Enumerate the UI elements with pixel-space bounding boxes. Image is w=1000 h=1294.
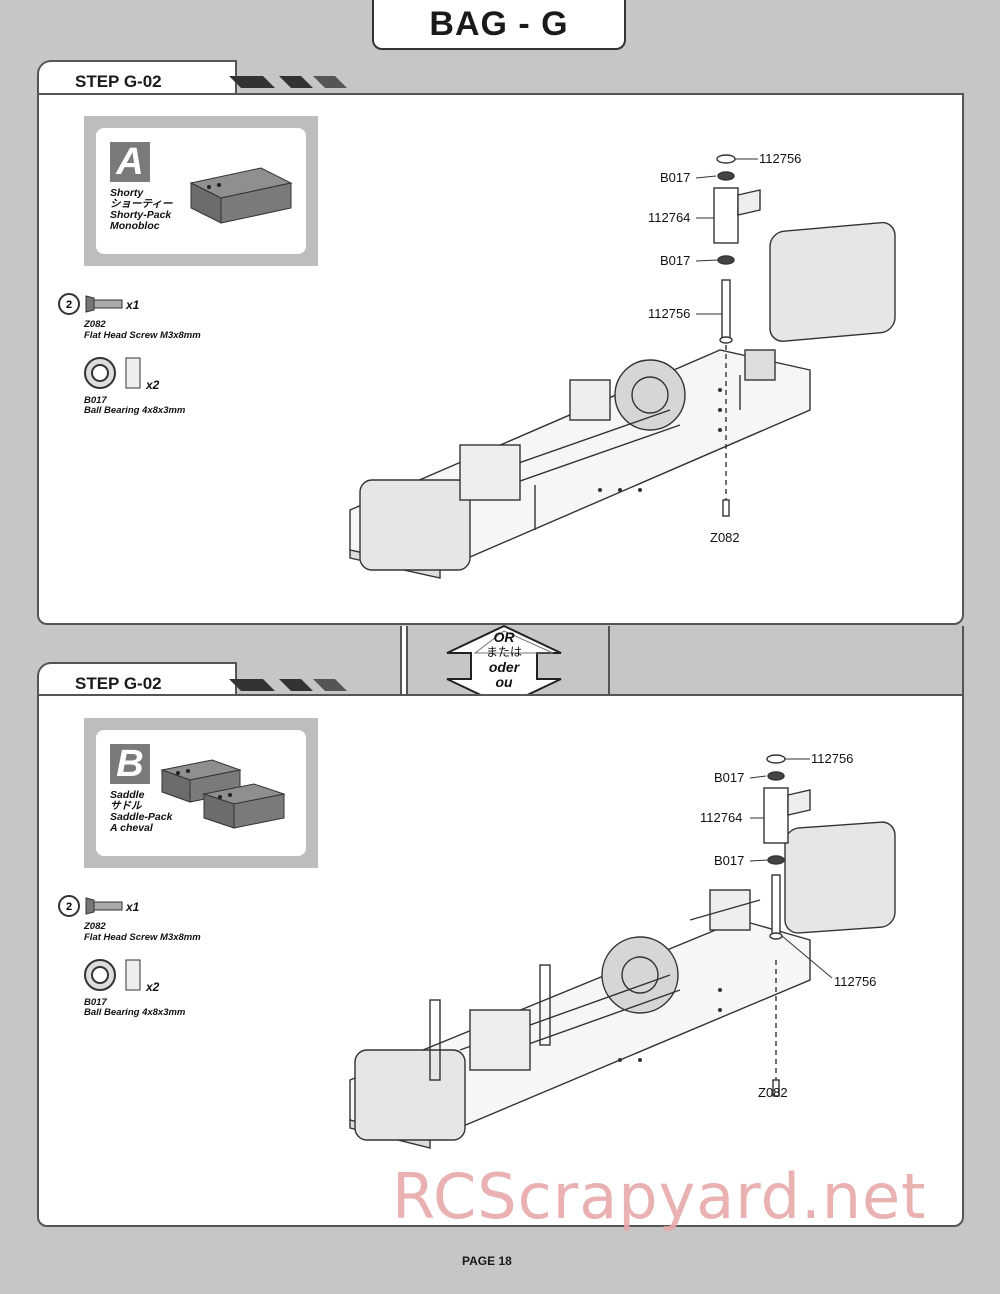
- part-code: Z082: [84, 921, 106, 932]
- part-b017-1: x2 B017 Ball Bearing 4x8x3mm: [84, 356, 185, 416]
- callout-112764: 112764: [648, 210, 691, 225]
- callout-z082: Z082: [710, 530, 740, 545]
- option-a-names: Shorty ショーティー Shorty-Pack Monobloc: [110, 187, 173, 232]
- ball-bearing-icon: [84, 959, 141, 991]
- step-header-stripes-2: [229, 679, 347, 693]
- page-title: BAG - G: [372, 0, 626, 50]
- part-qty: x1: [126, 900, 140, 914]
- part-z082-2: 2 x1 Z082 Flat Head Screw M3x8mm: [58, 895, 201, 943]
- step-header-stripes-1: [229, 76, 347, 90]
- battery-option-b-box: B Saddle サドル Saddle-Pack A cheval: [84, 718, 318, 868]
- svg-text:2: 2: [66, 901, 72, 913]
- callout-112756-top: 112756: [759, 151, 802, 166]
- callout-112756-post: 112756: [834, 974, 877, 989]
- option-letter-b: B: [110, 743, 150, 785]
- chassis-assembly-drawing-2: [349, 754, 896, 1149]
- part-b017-2: x2 B017 Ball Bearing 4x8x3mm: [84, 958, 185, 1018]
- part-name: Flat Head Screw M3x8mm: [84, 330, 201, 341]
- ball-bearing-icon: [84, 357, 141, 389]
- part-code: B017: [84, 395, 107, 406]
- part-name: Flat Head Screw M3x8mm: [84, 932, 201, 943]
- part-name: Ball Bearing 4x8x3mm: [84, 405, 186, 416]
- callout-112756-post: 112756: [648, 306, 691, 321]
- part-qty: x1: [126, 298, 140, 312]
- watermark: RCScrapyard.net: [392, 1160, 927, 1233]
- part-name: Ball Bearing 4x8x3mm: [84, 1007, 186, 1018]
- flat-head-screw-icon: 2: [58, 895, 123, 917]
- chassis-assembly-drawing-1: [349, 154, 896, 579]
- callout-b017-upper: B017: [660, 170, 691, 185]
- shorty-battery-icon: [189, 167, 293, 224]
- callout-112756-top: 112756: [811, 751, 854, 766]
- saddle-battery-icon: [160, 759, 286, 829]
- callout-112764: 112764: [700, 810, 743, 825]
- part-code: B017: [84, 997, 107, 1008]
- callout-z082: Z082: [758, 1085, 788, 1100]
- flat-head-screw-icon: 2: [58, 293, 123, 315]
- part-qty: x2: [146, 378, 160, 392]
- option-letter-a: A: [110, 141, 150, 183]
- page-number: PAGE 18: [462, 1254, 512, 1268]
- or-connector-right: [608, 626, 964, 694]
- callout-b017-lower: B017: [714, 853, 745, 868]
- battery-option-a-box: A Shorty ショーティー Shorty-Pack Monobloc: [84, 116, 318, 266]
- callout-b017-upper: B017: [714, 770, 745, 785]
- part-qty: x2: [146, 980, 160, 994]
- option-b-names: Saddle サドル Saddle-Pack A cheval: [110, 789, 173, 834]
- part-z082-1: 2 x1 Z082 Flat Head Screw M3x8mm: [58, 293, 201, 341]
- callout-b017-lower: B017: [660, 253, 691, 268]
- or-connector-left: [400, 626, 408, 694]
- or-badge-text: OR または oder ou: [485, 629, 522, 690]
- part-code: Z082: [84, 319, 106, 330]
- tool-size-2: 2: [66, 299, 72, 311]
